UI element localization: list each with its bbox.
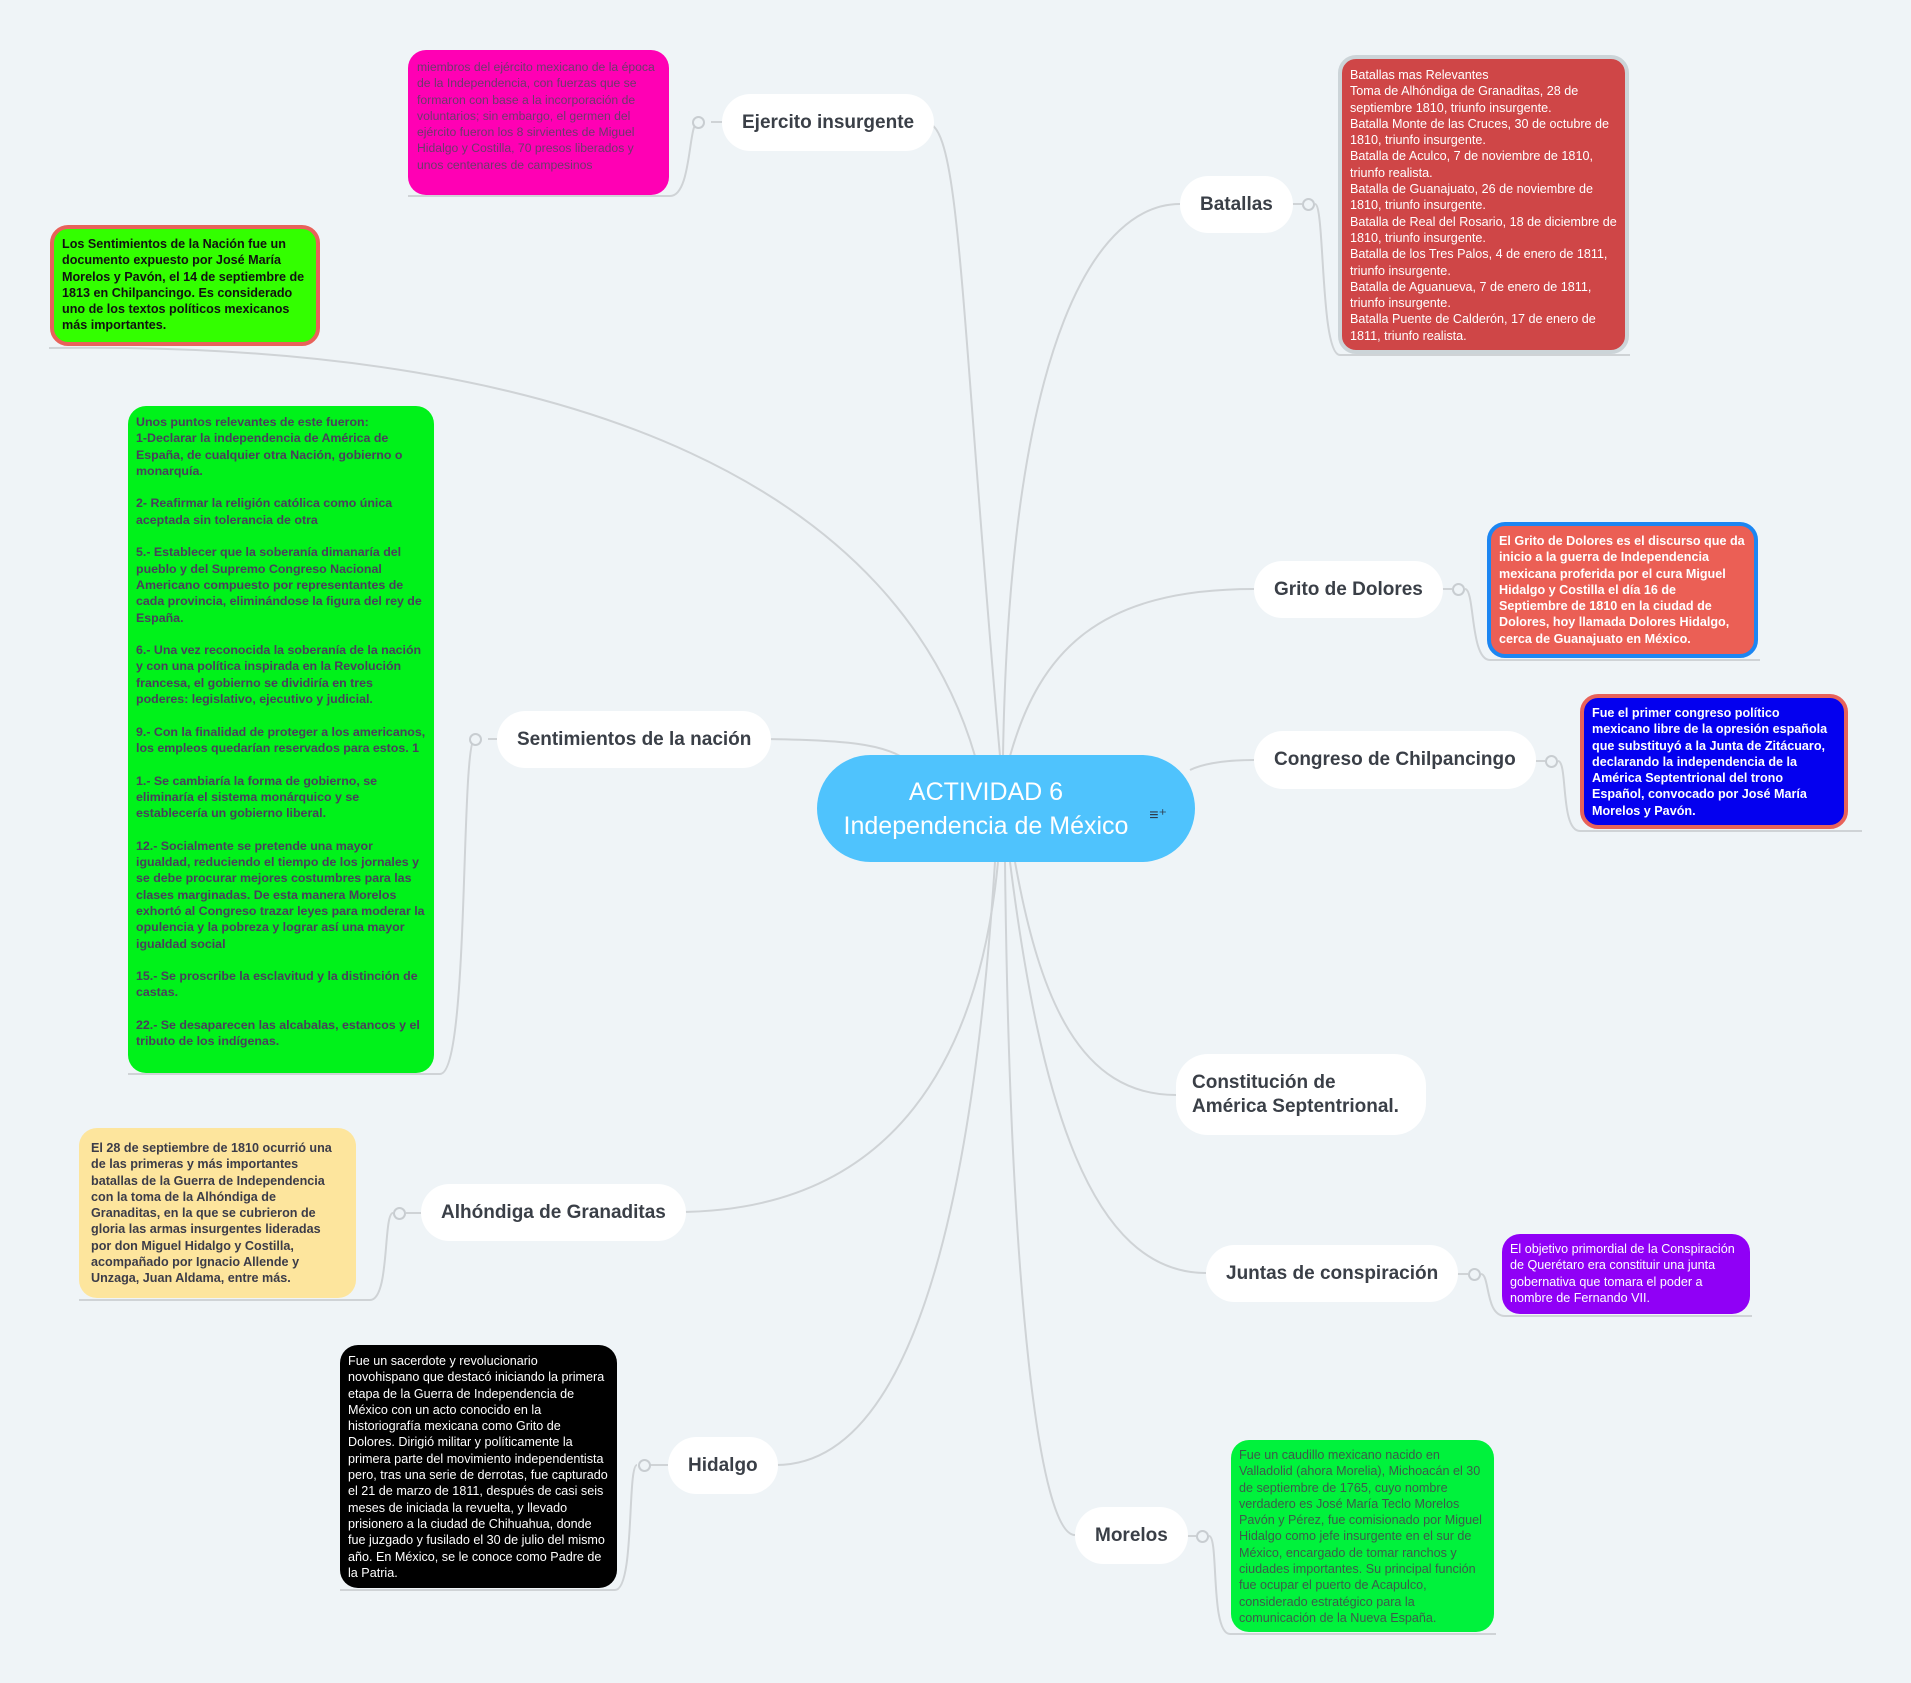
note-grito: El Grito de Dolores es el discurso que d… — [1487, 522, 1758, 658]
node-label: Constitución de América Septentrional. — [1192, 1071, 1399, 1117]
note-congreso: Fue el primer congreso político mexicano… — [1580, 694, 1848, 829]
collapse-handle[interactable] — [1196, 1530, 1209, 1543]
add-note-icon[interactable]: ≡⁺ — [1149, 807, 1167, 824]
note-batallas: Batallas mas Relevantes Toma de Alhóndig… — [1338, 55, 1629, 354]
node-label: Batallas — [1200, 193, 1273, 215]
collapse-handle[interactable] — [393, 1207, 406, 1220]
note-ejercito: miembros del ejército mexicano de la épo… — [408, 50, 669, 195]
node-sentimientos[interactable]: Sentimientos de la nación — [497, 711, 772, 768]
root-node[interactable]: ACTIVIDAD 6 Independencia de México ≡⁺ — [817, 755, 1195, 862]
note-sentimientos-summary: Los Sentimientos de la Nación fue un doc… — [50, 225, 320, 346]
node-label: Ejercito insurgente — [742, 111, 915, 133]
node-label: Grito de Dolores — [1274, 578, 1423, 600]
node-label: Morelos — [1095, 1524, 1168, 1546]
note-morelos: Fue un caudillo mexicano nacido en Valla… — [1231, 1440, 1494, 1632]
note-alhondiga: El 28 de septiembre de 1810 ocurrió una … — [79, 1128, 356, 1298]
node-label: Hidalgo — [688, 1454, 758, 1476]
collapse-handle[interactable] — [1545, 755, 1558, 768]
root-subtitle: Independencia de México — [843, 811, 1129, 840]
note-hidalgo: Fue un sacerdote y revolucionario novohi… — [340, 1345, 617, 1588]
root-title: ACTIVIDAD 6 — [908, 777, 1064, 806]
node-constitucion[interactable]: Constitución de América Septentrional. — [1176, 1054, 1426, 1135]
collapse-handle[interactable] — [1468, 1268, 1481, 1281]
collapse-handle[interactable] — [469, 733, 482, 746]
collapse-handle[interactable] — [1452, 583, 1465, 596]
node-label: Sentimientos de la nación — [517, 728, 752, 750]
node-label: Alhóndiga de Granaditas — [441, 1201, 666, 1223]
node-batallas[interactable]: Batallas — [1180, 176, 1293, 233]
collapse-handle[interactable] — [1302, 198, 1315, 211]
collapse-handle[interactable] — [692, 116, 705, 129]
note-sentimientos-puntos: Unos puntos relevantes de este fueron: 1… — [128, 406, 434, 1073]
node-grito-de-dolores[interactable]: Grito de Dolores — [1254, 561, 1443, 618]
node-congreso-chilpancingo[interactable]: Congreso de Chilpancingo — [1254, 731, 1536, 789]
node-alhondiga[interactable]: Alhóndiga de Granaditas — [421, 1184, 686, 1241]
node-ejercito-insurgente[interactable]: Ejercito insurgente — [722, 94, 935, 151]
node-juntas-conspiracion[interactable]: Juntas de conspiración — [1206, 1245, 1459, 1302]
note-juntas: El objetivo primordial de la Conspiració… — [1502, 1234, 1750, 1314]
node-label: Juntas de conspiración — [1226, 1262, 1439, 1284]
collapse-handle[interactable] — [638, 1459, 651, 1472]
node-label: Congreso de Chilpancingo — [1274, 749, 1516, 770]
node-hidalgo[interactable]: Hidalgo — [668, 1437, 778, 1494]
node-morelos[interactable]: Morelos — [1075, 1507, 1188, 1564]
